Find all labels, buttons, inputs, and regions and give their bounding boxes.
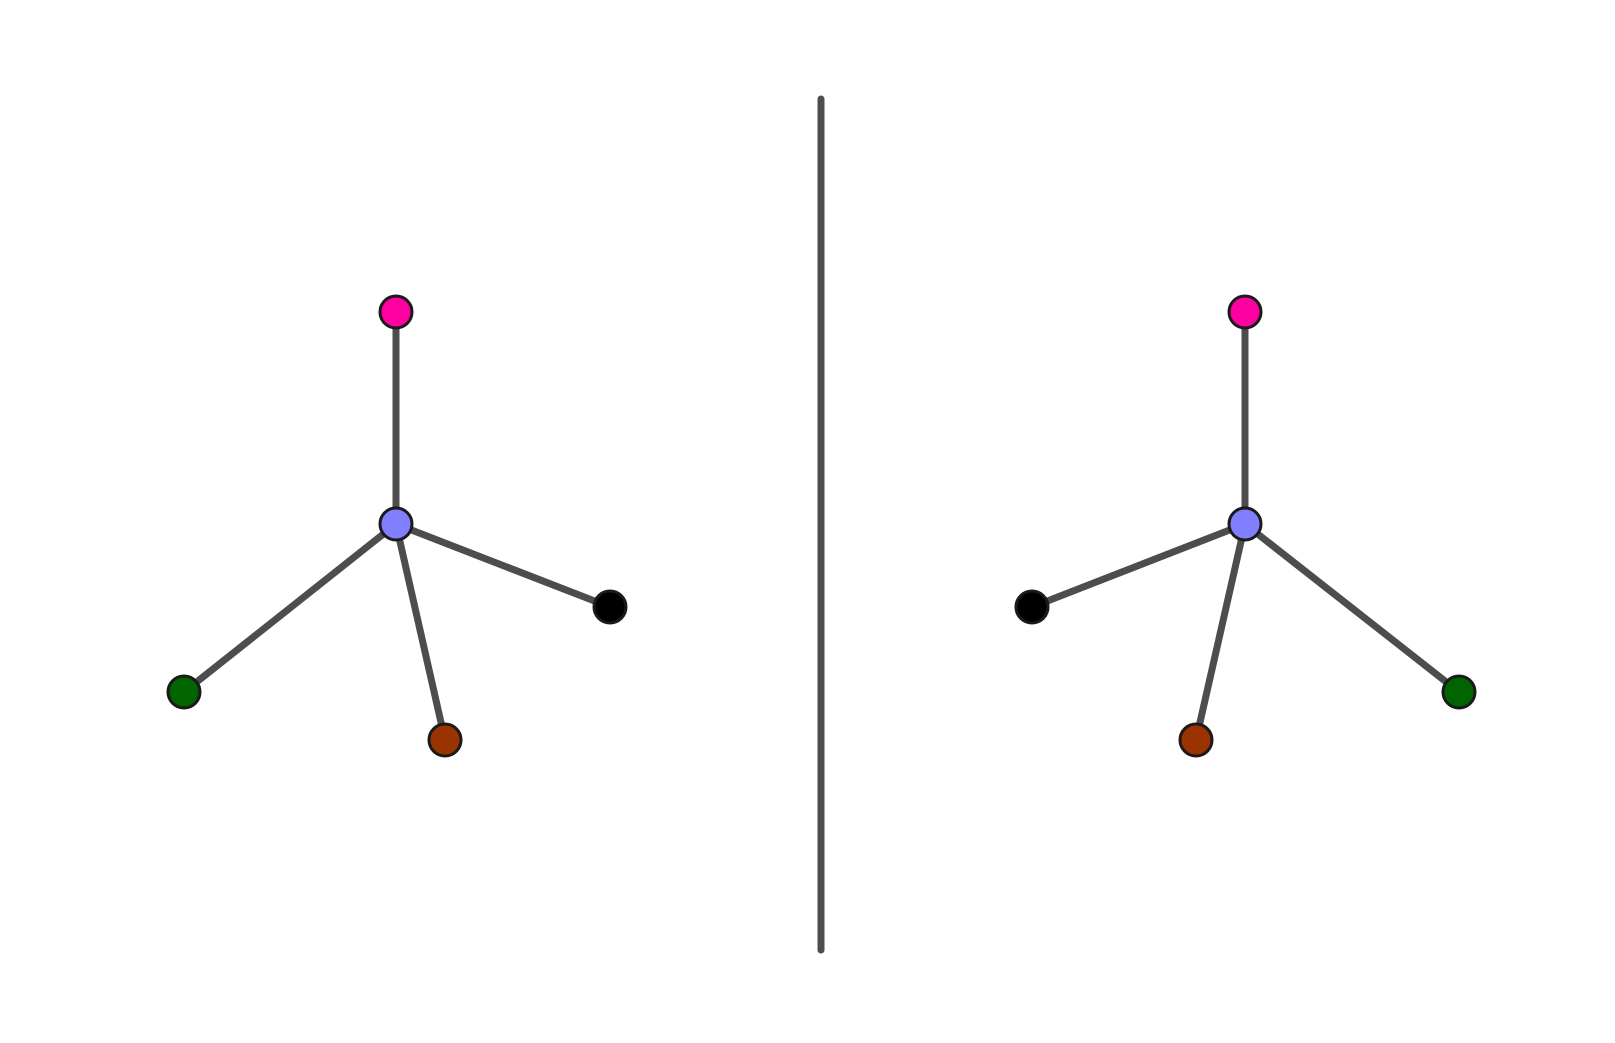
black-atom bbox=[1014, 589, 1050, 625]
bond-to-green-atom bbox=[180, 520, 400, 696]
central-atom bbox=[378, 506, 414, 542]
brown-atom bbox=[427, 722, 463, 758]
bond-to-black-atom bbox=[1028, 520, 1249, 611]
central-atom bbox=[1227, 506, 1263, 542]
bond-to-black-atom bbox=[392, 520, 614, 611]
left-molecule bbox=[166, 294, 628, 758]
green-atom bbox=[1441, 674, 1477, 710]
bond-to-green-atom bbox=[1241, 520, 1463, 696]
right-molecule bbox=[1014, 294, 1477, 758]
green-atom bbox=[166, 674, 202, 710]
bond-to-brown-atom bbox=[1192, 520, 1249, 744]
bond-to-brown-atom bbox=[392, 520, 449, 744]
black-atom bbox=[592, 589, 628, 625]
brown-atom bbox=[1178, 722, 1214, 758]
magenta-atom bbox=[1227, 294, 1263, 330]
magenta-atom bbox=[378, 294, 414, 330]
